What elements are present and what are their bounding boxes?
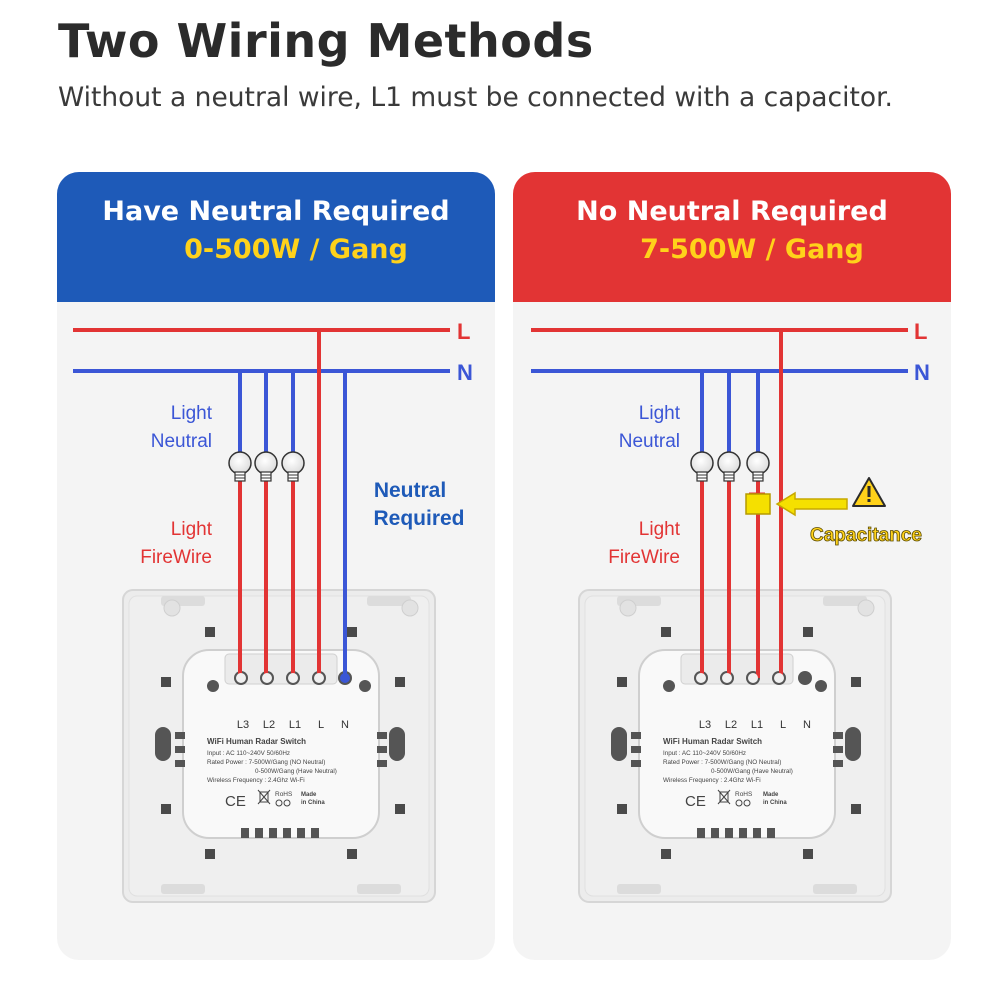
light-bulb-icon [746,451,770,482]
light-neutral-wires [238,371,295,454]
product-name: WiFi Human Radar Switch [663,737,762,746]
label-N: N [914,360,930,385]
page-title: Two Wiring Methods [58,14,594,68]
label-light-neutral-2: Neutral [151,431,212,452]
warning-icon [852,477,886,507]
light-bulb-icon [717,451,741,482]
panel-have-neutral: Have Neutral Required 0-500W / Gang [57,172,495,960]
spec-rated-power-1: Rated Power : 7-500W/Gang (NO Neutral) [207,759,325,766]
switch-module: L3 L2 L1 L N WiFi Human Radar Switch Inp… [631,649,843,839]
spec-input: Input : AC 110~240V 50/60Hz [663,750,746,757]
terminal-label-l2: L2 [263,719,275,731]
recycle-icon [735,799,751,807]
product-name: WiFi Human Radar Switch [207,737,306,746]
weee-icon [257,789,271,805]
made-in-2: in China [763,800,787,806]
panel-heading: No Neutral Required [576,196,888,227]
terminal-label-l1: L1 [289,719,301,731]
light-firewire-wires [238,480,295,678]
terminal-label-l: L [318,719,324,731]
ce-mark: CE [685,793,706,810]
spec-rated-power-2: 0-500W/Gang (Have Neutral) [711,768,793,775]
terminal-label-l: L [780,719,786,731]
spec-input: Input : AC 110~240V 50/60Hz [207,750,290,757]
panel-header-have-neutral: Have Neutral Required 0-500W / Gang [57,172,495,302]
spec-rated-power-1: Rated Power : 7-500W/Gang (NO Neutral) [663,759,781,766]
terminal-label-l3: L3 [699,719,711,731]
panel-header-no-neutral: No Neutral Required 7-500W / Gang [513,172,951,302]
panel-wattage: 7-500W / Gang [640,234,864,265]
spec-wireless: Wireless Frequency : 2.4Ghz Wi-Fi [207,777,305,784]
label-light-firewire-2: FireWire [608,547,680,568]
made-in-2: in China [301,800,325,806]
made-in-1: Made [301,792,317,798]
wiring-diagram-have-neutral: L3 L2 L1 L N WiFi Human Radar Switch Inp… [73,319,473,903]
label-neutral-required-2: Required [373,507,464,530]
label-L: L [914,319,927,344]
light-neutral-wires [700,371,760,454]
wiring-diagram-no-neutral: L3 L2 L1 L N WiFi Human Radar Switch Inp… [531,319,930,903]
label-light-neutral-1: Light [639,403,681,424]
label-light-neutral-1: Light [171,403,213,424]
light-bulb-icon [281,451,305,482]
switch-module: L3 L2 L1 L N WiFi Human Radar Switch Inp… [175,649,387,839]
light-bulb-icon [254,451,278,482]
arrow-left-icon [775,491,848,517]
ce-mark: CE [225,793,246,810]
panel-wattage: 0-500W / Gang [184,234,408,265]
made-in-1: Made [763,792,779,798]
capacitor-block [745,493,771,515]
label-L: L [457,319,470,344]
terminal-label-l1: L1 [751,719,763,731]
rohs-mark: RoHS [275,791,293,798]
spec-rated-power-2: 0-500W/Gang (Have Neutral) [255,768,337,775]
terminal-label-l2: L2 [725,719,737,731]
recycle-icon [275,799,291,807]
label-light-neutral-2: Neutral [619,431,680,452]
terminal-label-n: N [341,719,349,731]
weee-icon [717,789,731,805]
label-N: N [457,360,473,385]
page-subtitle: Without a neutral wire, L1 must be conne… [58,82,893,113]
rohs-mark: RoHS [735,791,753,798]
label-capacitance: Capacitance [810,525,922,546]
label-light-firewire-1: Light [171,519,213,540]
label-light-firewire-1: Light [639,519,681,540]
terminal-label-n: N [803,719,811,731]
spec-wireless: Wireless Frequency : 2.4Ghz Wi-Fi [663,777,761,784]
terminal-label-l3: L3 [237,719,249,731]
light-bulb-icon [690,451,714,482]
panel-no-neutral: No Neutral Required 7-500W / Gang [513,172,951,960]
light-bulb-icon [228,451,252,482]
label-neutral-required-1: Neutral [374,479,446,502]
panel-heading: Have Neutral Required [102,196,450,227]
label-light-firewire-2: FireWire [140,547,212,568]
